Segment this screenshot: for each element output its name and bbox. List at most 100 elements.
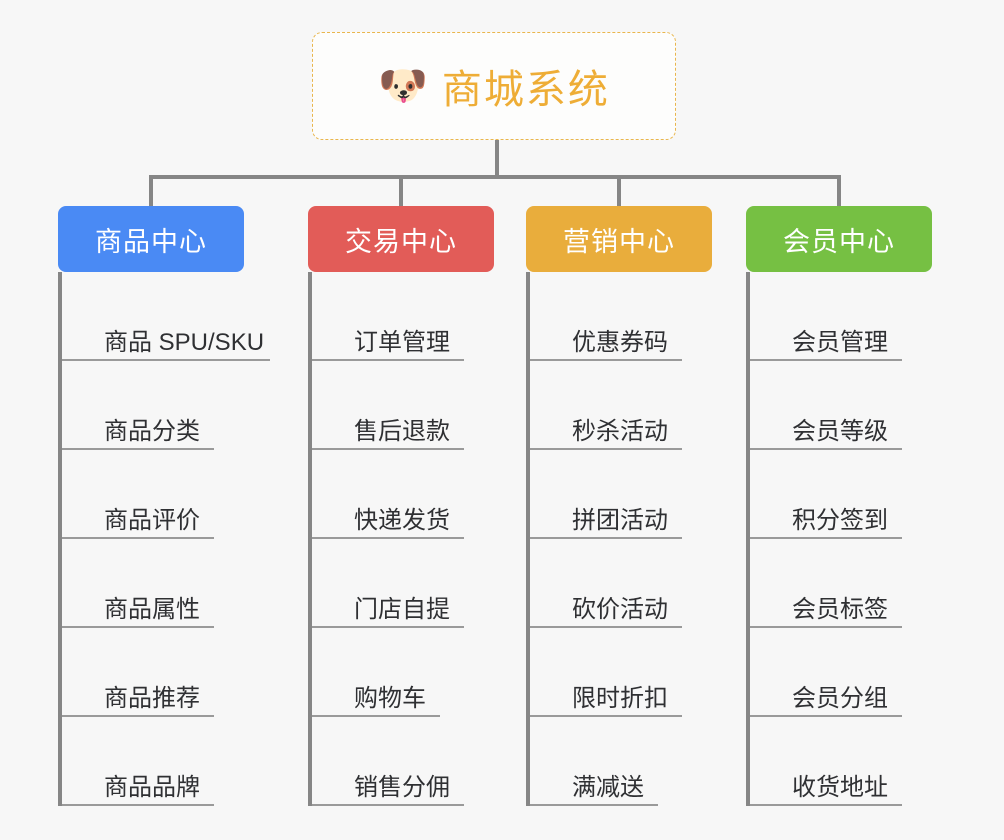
branch-spine: [58, 272, 62, 806]
item-underline: [530, 715, 682, 717]
item-underline: [750, 715, 902, 717]
list-item[interactable]: 商品推荐: [62, 628, 268, 717]
list-item[interactable]: 商品评价: [62, 450, 268, 539]
list-item[interactable]: 秒杀活动: [530, 361, 712, 450]
item-underline: [750, 537, 902, 539]
category-label: 商品中心: [95, 226, 207, 257]
list-item[interactable]: 售后退款: [312, 361, 494, 450]
connector-root-stem: [495, 140, 499, 177]
category-box-trade-center[interactable]: 交易中心: [308, 206, 494, 272]
item-underline: [62, 537, 214, 539]
branch-spine: [308, 272, 312, 806]
item-underline: [750, 626, 902, 628]
item-label: 收货地址: [792, 774, 888, 801]
list-item[interactable]: 订单管理: [312, 272, 494, 361]
branch-product-center: 商品中心 商品 SPU/SKU 商品分类 商品评价 商品属性 商品推荐: [58, 206, 270, 806]
branch-trade-center: 交易中心 订单管理 售后退款 快递发货 门店自提 购物车: [308, 206, 494, 806]
item-label: 积分签到: [792, 507, 888, 534]
item-label: 商品评价: [104, 507, 200, 534]
list-item[interactable]: 拼团活动: [530, 450, 712, 539]
dog-face-icon: 🐶: [378, 64, 428, 108]
item-label: 会员管理: [792, 329, 888, 356]
item-underline: [750, 804, 902, 806]
list-item[interactable]: 门店自提: [312, 539, 494, 628]
list-item[interactable]: 商品分类: [62, 361, 268, 450]
category-label: 交易中心: [345, 226, 457, 257]
list-item[interactable]: 会员等级: [750, 361, 932, 450]
item-label: 优惠券码: [572, 329, 668, 356]
item-list-member-center: 会员管理 会员等级 积分签到 会员标签 会员分组 收货地址: [746, 272, 932, 806]
item-underline: [312, 448, 464, 450]
item-label: 会员等级: [792, 418, 888, 445]
item-underline: [750, 448, 902, 450]
item-list-product-center: 商品 SPU/SKU 商品分类 商品评价 商品属性 商品推荐 商品品牌: [58, 272, 270, 806]
item-underline: [62, 626, 214, 628]
connector-drop-1: [149, 175, 153, 208]
item-label: 会员分组: [792, 685, 888, 712]
list-item[interactable]: 会员标签: [750, 539, 932, 628]
connector-drop-3: [617, 175, 621, 208]
item-underline: [312, 715, 440, 717]
item-list-marketing-center: 优惠券码 秒杀活动 拼团活动 砍价活动 限时折扣 满减送: [526, 272, 712, 806]
item-label: 商品属性: [104, 596, 200, 623]
list-item[interactable]: 快递发货: [312, 450, 494, 539]
item-underline: [312, 537, 464, 539]
item-underline: [62, 448, 214, 450]
root-node-title: 商城系统: [441, 68, 610, 112]
item-underline: [312, 359, 464, 361]
category-box-marketing-center[interactable]: 营销中心: [526, 206, 712, 272]
item-underline: [530, 448, 682, 450]
branch-spine: [746, 272, 750, 806]
item-label: 快递发货: [354, 507, 450, 534]
list-item[interactable]: 商品 SPU/SKU: [62, 272, 270, 361]
item-underline: [530, 359, 682, 361]
list-item[interactable]: 购物车: [312, 628, 494, 717]
category-box-member-center[interactable]: 会员中心: [746, 206, 932, 272]
list-item[interactable]: 积分签到: [750, 450, 932, 539]
list-item[interactable]: 收货地址: [750, 717, 932, 806]
list-item[interactable]: 会员分组: [750, 628, 932, 717]
connector-drop-2: [399, 175, 403, 208]
item-underline: [62, 359, 270, 361]
branch-spine: [526, 272, 530, 806]
item-underline: [750, 359, 902, 361]
item-label: 销售分佣: [354, 774, 450, 801]
item-underline: [62, 804, 214, 806]
category-box-product-center[interactable]: 商品中心: [58, 206, 244, 272]
item-label: 商品品牌: [104, 774, 200, 801]
item-label: 订单管理: [354, 329, 450, 356]
item-underline: [530, 804, 658, 806]
item-underline: [62, 715, 214, 717]
item-label: 商品推荐: [104, 685, 200, 712]
item-list-trade-center: 订单管理 售后退款 快递发货 门店自提 购物车 销售分佣: [308, 272, 494, 806]
item-label: 砍价活动: [572, 596, 668, 623]
list-item[interactable]: 优惠券码: [530, 272, 712, 361]
item-label: 门店自提: [354, 596, 450, 623]
branch-marketing-center: 营销中心 优惠券码 秒杀活动 拼团活动 砍价活动 限时折扣: [526, 206, 712, 806]
item-underline: [312, 626, 464, 628]
item-underline: [312, 804, 464, 806]
item-label: 限时折扣: [572, 685, 668, 712]
item-label: 商品 SPU/SKU: [104, 329, 265, 356]
category-label: 营销中心: [563, 226, 675, 257]
item-label: 售后退款: [354, 418, 450, 445]
item-label: 购物车: [354, 685, 426, 712]
list-item[interactable]: 销售分佣: [312, 717, 494, 806]
item-label: 秒杀活动: [572, 418, 668, 445]
list-item[interactable]: 会员管理: [750, 272, 932, 361]
list-item[interactable]: 限时折扣: [530, 628, 712, 717]
category-label: 会员中心: [783, 226, 895, 257]
connector-horizontal-bus: [149, 175, 841, 179]
list-item[interactable]: 商品属性: [62, 539, 268, 628]
list-item[interactable]: 满减送: [530, 717, 712, 806]
list-item[interactable]: 砍价活动: [530, 539, 712, 628]
item-underline: [530, 537, 682, 539]
connector-drop-4: [837, 175, 841, 208]
branch-member-center: 会员中心 会员管理 会员等级 积分签到 会员标签 会员分组: [746, 206, 932, 806]
list-item[interactable]: 商品品牌: [62, 717, 268, 806]
item-label: 拼团活动: [572, 507, 668, 534]
root-node-shop-system[interactable]: 🐶 商城系统: [312, 32, 676, 140]
item-label: 满减送: [572, 774, 644, 801]
item-label: 会员标签: [792, 596, 888, 623]
